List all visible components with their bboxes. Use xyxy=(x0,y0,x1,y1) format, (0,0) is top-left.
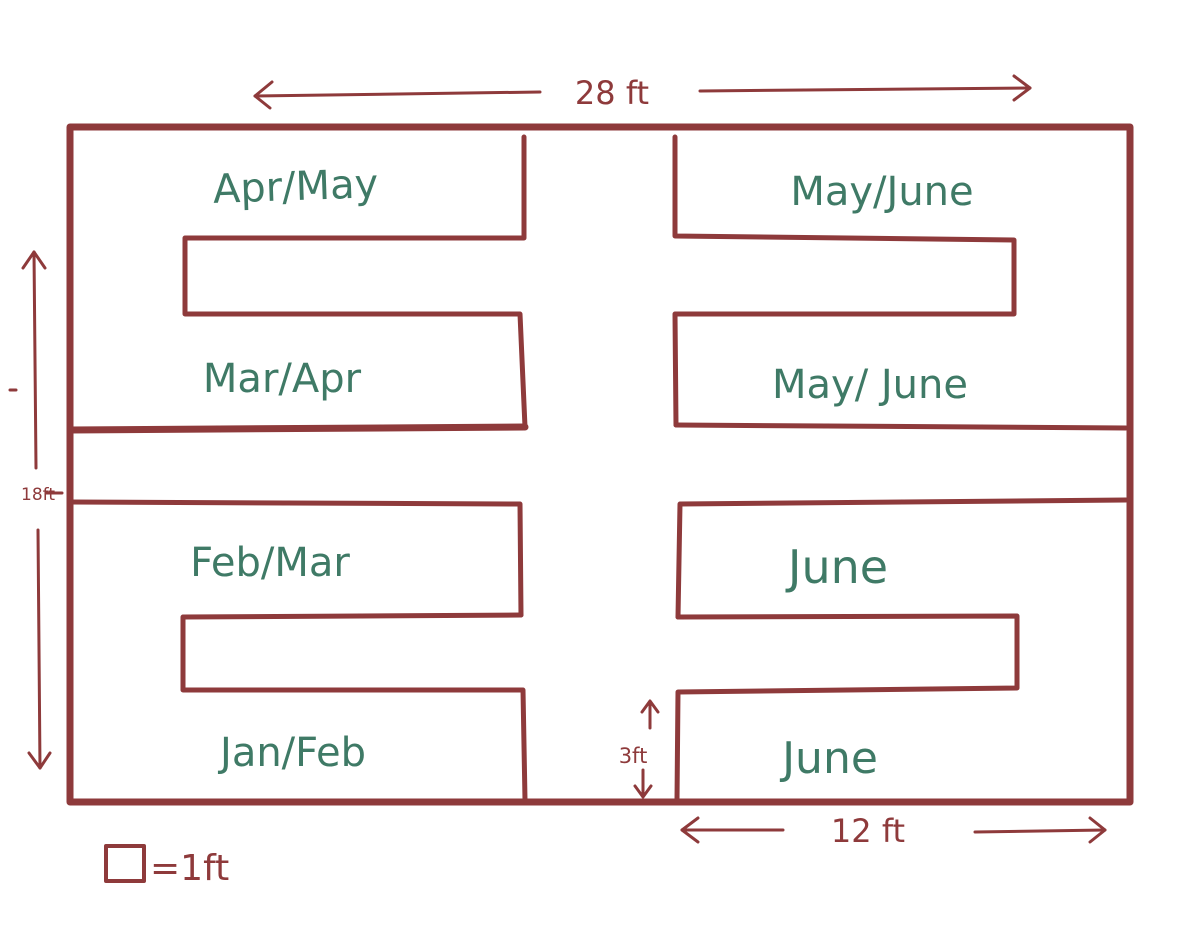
bed-label-may-june-second: May/ June xyxy=(772,362,968,408)
right-bottom-wall xyxy=(674,613,1020,803)
bed-label-mar-apr: Mar/Apr xyxy=(203,356,362,402)
left-middle-divider-lower xyxy=(67,499,524,618)
right-middle-divider-lower xyxy=(675,497,1129,620)
bed-label-feb-mar: Feb/Mar xyxy=(190,540,350,586)
bed-label-june-bottom: June xyxy=(779,733,878,784)
width-dimension-label: 28 ft xyxy=(575,74,649,112)
width-dimension-arrow xyxy=(253,74,1032,110)
bed-label-may-june-top: May/June xyxy=(790,169,973,215)
bed-length-dimension-label: 12 ft xyxy=(831,812,905,850)
legend-label: =1ft xyxy=(150,848,229,889)
left-top-wall xyxy=(182,134,528,430)
right-top-wall xyxy=(672,134,1017,428)
height-dimension-arrow xyxy=(8,250,64,770)
outer-boundary xyxy=(66,123,1134,806)
right-middle-divider-upper xyxy=(673,422,1129,431)
bed-length-dimension-arrow xyxy=(680,816,1107,844)
bed-label-jan-feb: Jan/Feb xyxy=(217,730,366,776)
height-dimension-label: 18ft xyxy=(21,485,55,505)
path-width-dimension-label: 3ft xyxy=(619,744,648,768)
bed-label-june-third: June xyxy=(785,540,888,594)
bed-label-apr-may: Apr/May xyxy=(212,161,379,213)
left-middle-divider-upper xyxy=(66,423,529,434)
path-width-dimension-arrow xyxy=(633,699,660,799)
left-bottom-wall xyxy=(180,612,528,803)
legend-square-icon xyxy=(104,844,146,883)
